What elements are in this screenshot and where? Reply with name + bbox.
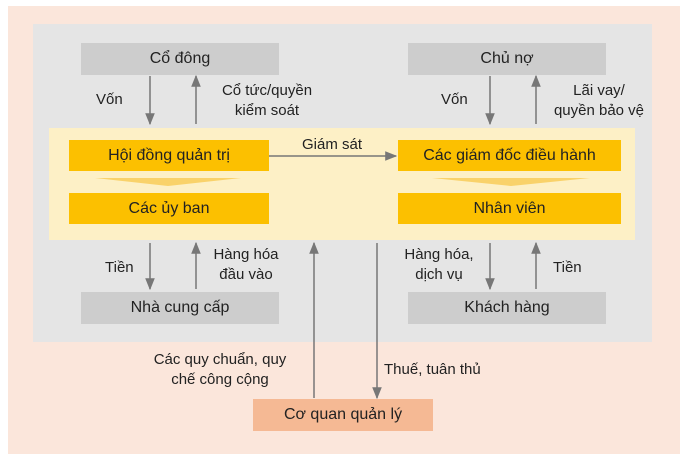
label-rules-line2: chế công cộng xyxy=(171,371,269,388)
label-capital-right: Vốn xyxy=(441,91,468,108)
committees-node: Các ủy ban xyxy=(69,193,269,224)
suppliers-node: Nhà cung cấp xyxy=(81,292,279,324)
label-rules: Các quy chuẩn, quy chế công cộng xyxy=(130,350,310,390)
employees-node: Nhân viên xyxy=(398,193,621,224)
executives-employees-chevron xyxy=(432,178,590,186)
executives-node: Các giám đốc điều hành xyxy=(398,140,621,171)
customers-node: Khách hàng xyxy=(408,292,606,324)
label-supervision: Giám sát xyxy=(302,136,363,153)
label-rules-line1: Các quy chuẩn, quy xyxy=(153,351,287,368)
board-committees-chevron xyxy=(95,178,241,186)
label-goods: Hàng hóa, dịch vụ xyxy=(393,245,485,285)
label-capital-left: Vốn xyxy=(96,91,123,108)
label-money-left: Tiền xyxy=(105,259,134,276)
label-goods-line2: dịch vụ xyxy=(415,266,463,283)
regulator-node: Cơ quan quản lý xyxy=(253,399,433,431)
label-goods-line1: Hàng hóa, xyxy=(404,246,474,263)
label-money-right: Tiền xyxy=(553,259,582,276)
label-dividends-line1: Cổ tức/quyền xyxy=(221,82,313,99)
board-node: Hội đồng quản trị xyxy=(69,140,269,171)
creditors-node: Chủ nợ xyxy=(408,43,606,75)
label-interest-line1: Lãi vay/ xyxy=(573,82,625,99)
label-tax: Thuế, tuân thủ xyxy=(384,361,481,378)
label-inputs-line2: đầu vào xyxy=(219,266,273,283)
shareholders-node: Cổ đông xyxy=(81,43,279,75)
label-dividends-line2: kiểm soát xyxy=(234,102,300,119)
label-dividends: Cổ tức/quyền kiểm soát xyxy=(206,81,328,121)
label-interest-line2: quyền bảo vệ xyxy=(553,102,645,119)
label-inputs: Hàng hóa đầu vào xyxy=(200,245,292,285)
label-interest: Lãi vay/ quyền bảo vệ xyxy=(538,81,660,121)
label-inputs-line1: Hàng hóa xyxy=(213,246,279,263)
